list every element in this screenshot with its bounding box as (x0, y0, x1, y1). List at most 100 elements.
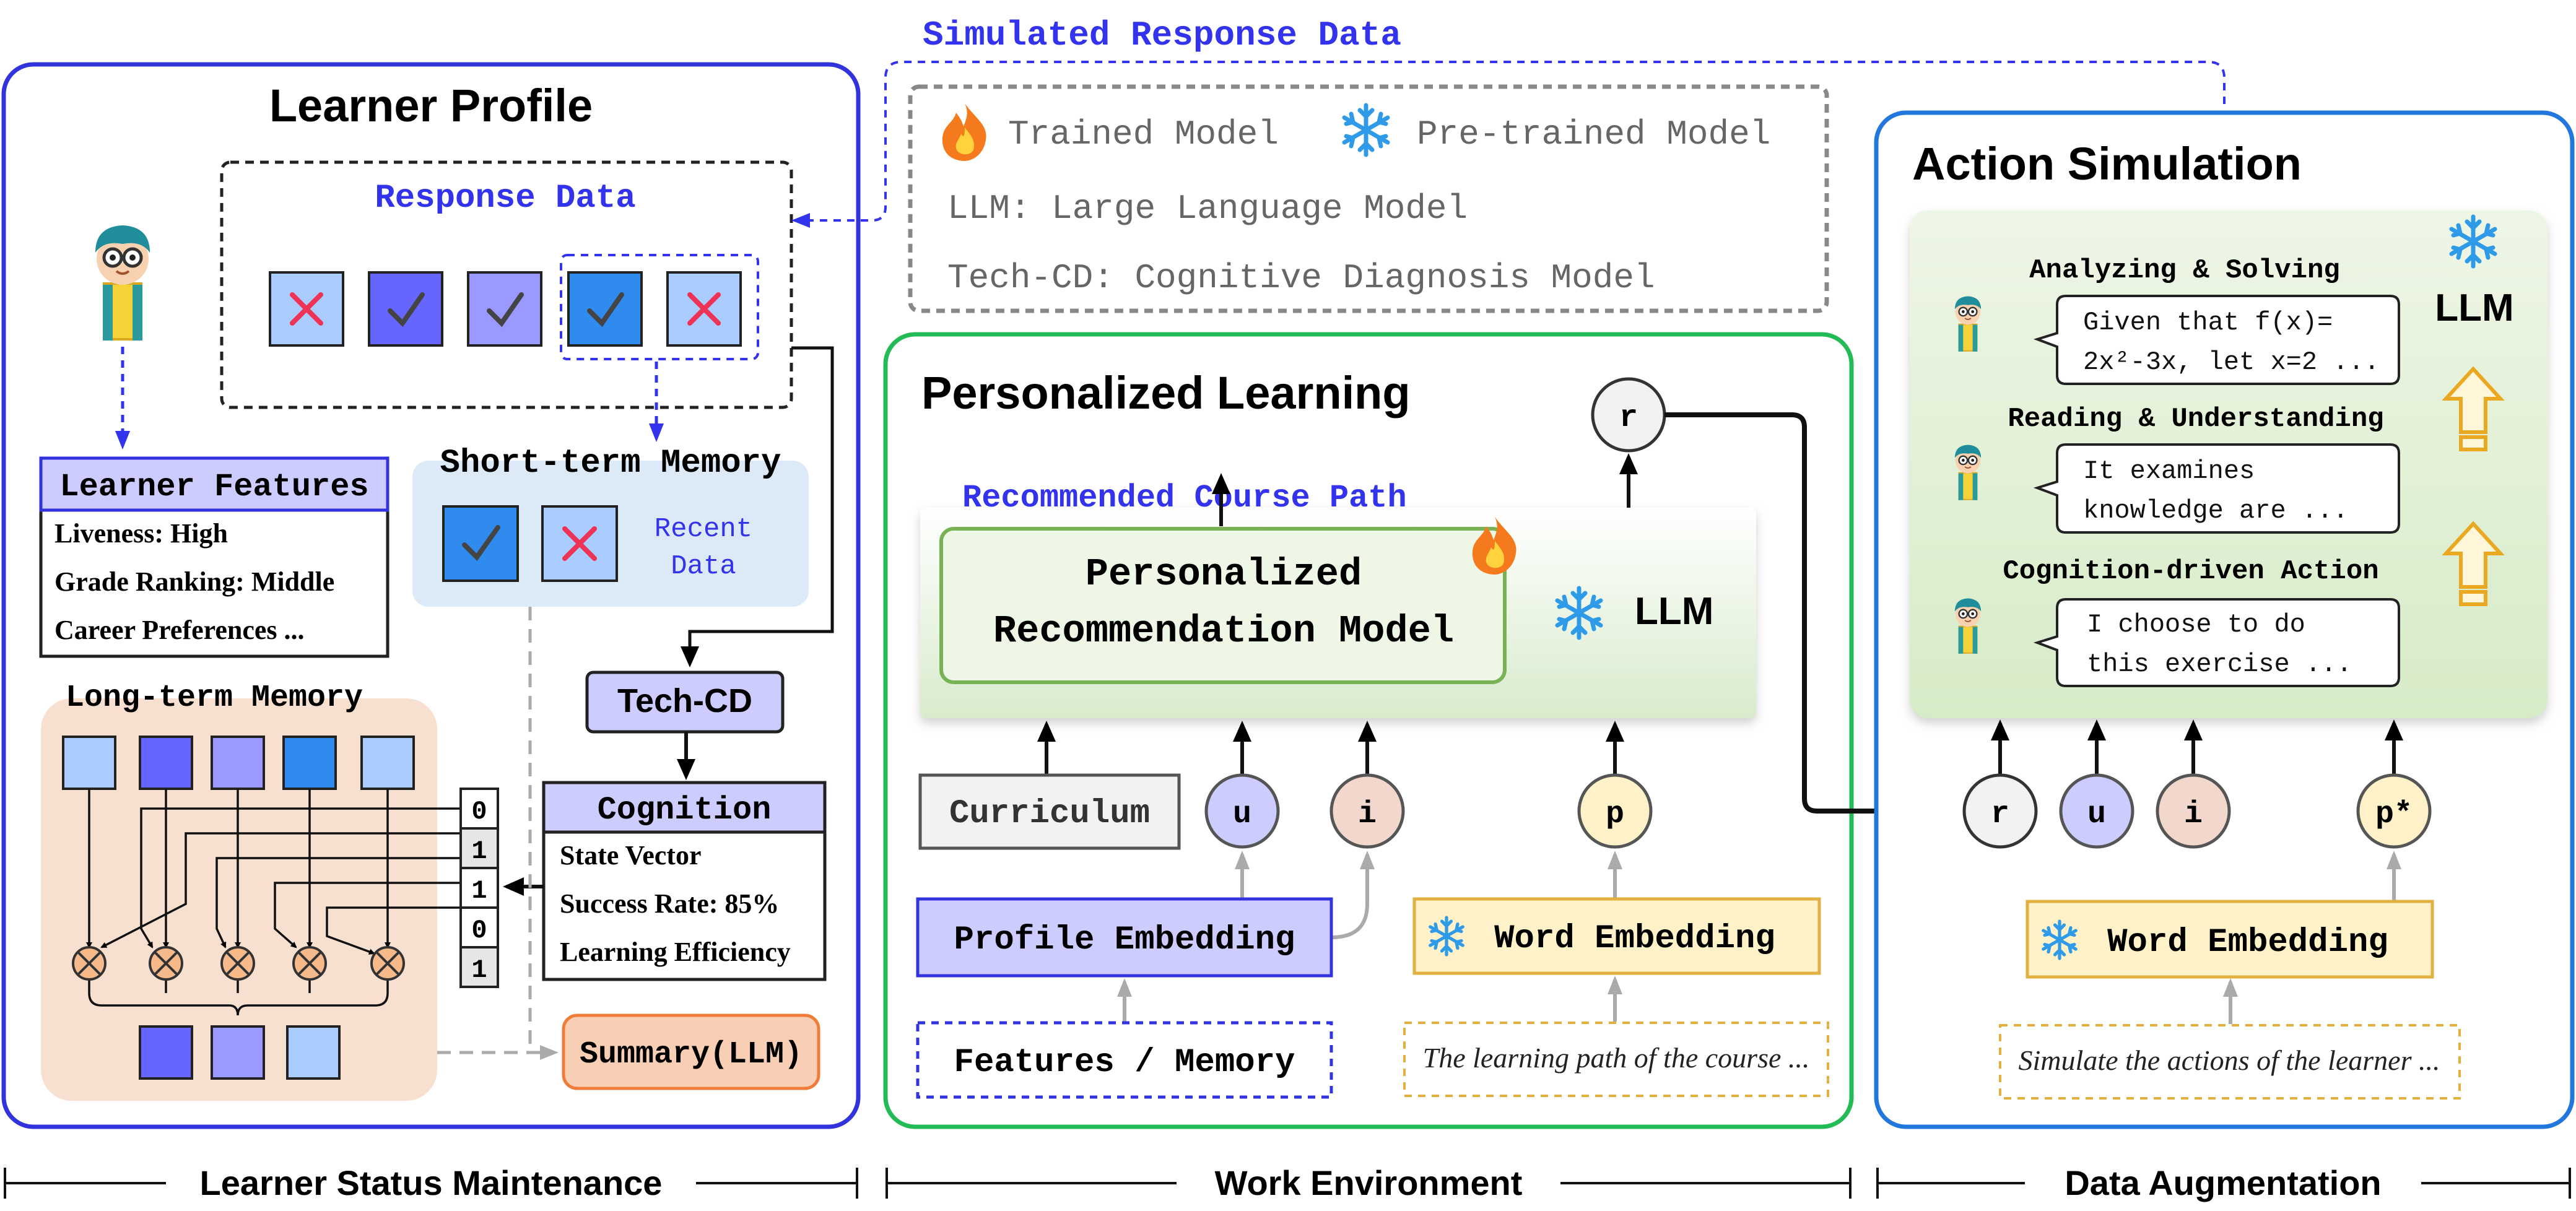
multiply-gates (72, 946, 405, 981)
tech-cd-label: Tech-CD (617, 682, 752, 719)
action-word-embedding-label: Word Embedding (2107, 924, 2388, 961)
token-p-label: p (1606, 797, 1624, 832)
step2-label: Reading & Understanding (2008, 404, 2383, 435)
legend-llm-definition: LLM: Large Language Model (947, 189, 1468, 228)
step3-learner-icon (1954, 597, 1982, 654)
step2-learner-icon (1954, 444, 1982, 501)
action-token-p-label: p* (2375, 797, 2413, 832)
action-simulation-panel: Action Simulation LLM Analyzing & Solvin… (1874, 110, 2575, 1129)
gate-bit-5: 1 (471, 955, 487, 985)
response-tile-2 (368, 271, 443, 347)
token-u-label: u (1233, 797, 1251, 832)
action-token-r (1962, 773, 2038, 849)
personalized-learning-panel: Personalized Learning Recommended Course… (883, 332, 1965, 1129)
action-llm-label: LLM (2435, 287, 2513, 329)
middle-prompt-text: The learning path of the course ... (1423, 1042, 1810, 1074)
long-term-output-tiles (139, 1025, 341, 1080)
learner-avatar-icon (95, 225, 150, 341)
step2-bubble (2033, 443, 2400, 534)
step1-bubble-line1: Given that f(x)= (2083, 308, 2333, 337)
token-i-label: i (1358, 797, 1377, 832)
feature-liveness: Liveness: High (54, 518, 228, 549)
token-p (1577, 773, 1653, 849)
short-term-memory-label: Short-term Memory (440, 445, 781, 482)
personalized-learning-title: Personalized Learning (921, 367, 1411, 419)
gate-bit-4: 0 (471, 916, 487, 945)
model-label-line1: Personalized (1086, 552, 1362, 596)
gate-bit-vector: 0 1 1 0 1 (459, 788, 499, 988)
curriculum-box (918, 773, 1181, 850)
step2-bubble-line2: knowledge are ... (2083, 496, 2348, 526)
word-embedding-box (1412, 897, 1821, 975)
feature-grade-ranking: Grade Ranking: Middle (54, 566, 334, 597)
action-token-r-label: r (1991, 797, 2009, 832)
recent-data-line1: Recent (655, 514, 752, 545)
up-arrow-icon-1 (2442, 366, 2505, 451)
footer-learner-status-maintenance: Learner Status Maintenance (200, 1163, 663, 1202)
recommended-course-path-label: Recommended Course Path (962, 480, 1407, 516)
footer-work-environment: Work Environment (1215, 1163, 1523, 1202)
token-i (1329, 773, 1405, 849)
curriculum-label: Curriculum (949, 795, 1150, 833)
action-prompt-box (1999, 1024, 2461, 1100)
step3-bubble-line2: this exercise ... (2087, 649, 2352, 679)
learner-features-title: Learner Features (59, 469, 368, 505)
cognition-learning-efficiency: Learning Efficiency (560, 937, 791, 967)
simulated-response-link: Simulated Response Data (791, 15, 2226, 228)
step1-bubble-line2: 2x²-3x, let x=2 ... (2083, 347, 2380, 377)
cognition-state-vector: State Vector (560, 840, 702, 870)
action-token-u (2059, 773, 2134, 849)
token-r-output-label: r (1619, 401, 1638, 436)
gate-bit-2: 1 (471, 836, 487, 866)
footer-data-augmentation: Data Augmentation (2065, 1163, 2381, 1202)
long-term-memory-box (41, 698, 437, 1101)
learner-profile-title: Learner Profile (269, 80, 593, 131)
memory-tile-check (442, 505, 519, 582)
legend-trained-model: Trained Model (1008, 115, 1279, 154)
personalized-recommendation-model-box (939, 527, 1507, 684)
word-embedding-label: Word Embedding (1494, 920, 1775, 958)
step3-bubble (2033, 598, 2400, 687)
action-token-u-label: u (2087, 797, 2106, 832)
legend-techcd-definition: Tech-CD: Cognitive Diagnosis Model (947, 258, 1655, 298)
response-data-label: Response Data (375, 180, 635, 217)
gate-wiring (86, 789, 461, 1016)
middle-prompt-box (1403, 1022, 1829, 1097)
step1-learner-icon (1954, 295, 1982, 352)
summary-llm-label: Summary(LLM) (580, 1037, 803, 1072)
response-tile-1 (269, 271, 344, 347)
long-term-memory-label: Long-term Memory (66, 680, 363, 716)
step3-label: Cognition-driven Action (2003, 556, 2378, 587)
long-term-input-tiles (62, 736, 415, 790)
step3-bubble-line1: I choose to do (2087, 610, 2305, 640)
gate-bit-3: 1 (471, 876, 487, 906)
memory-tile-cross (541, 505, 618, 582)
footer (4, 1168, 2571, 1199)
up-arrow-icon-2 (2442, 521, 2505, 606)
learner-profile-panel: Learner Profile Response Data (1, 62, 861, 1129)
summary-llm-box (562, 1014, 820, 1090)
profile-embedding-box (916, 897, 1333, 978)
profile-embedding-label: Profile Embedding (954, 921, 1295, 959)
middle-llm-label: LLM (1635, 590, 1713, 633)
legend-pretrained-model: Pre-trained Model (1417, 115, 1770, 154)
features-memory-box (916, 1021, 1333, 1099)
feature-career-preferences: Career Preferences ... (54, 615, 305, 645)
action-token-i-label: i (2184, 797, 2203, 832)
action-token-i (2156, 773, 2231, 849)
step1-label: Analyzing & Solving (2029, 255, 2340, 286)
cognition-title: Cognition (598, 792, 772, 828)
response-tile-3 (467, 271, 542, 347)
response-tile-5 (666, 271, 742, 347)
response-tile-4 (567, 271, 643, 347)
action-word-embedding-box (2026, 900, 2434, 979)
recent-data-line2: Data (671, 551, 736, 582)
token-u (1204, 773, 1280, 849)
cognition-success-rate: Success Rate: 85% (560, 888, 779, 919)
step2-bubble-line1: It examines (2083, 456, 2255, 486)
action-prompt-text: Simulate the actions of the learner ... (2019, 1044, 2440, 1076)
action-token-p (2356, 773, 2432, 849)
model-label-line2: Recommendation Model (993, 609, 1454, 653)
step1-bubble (2033, 295, 2400, 385)
